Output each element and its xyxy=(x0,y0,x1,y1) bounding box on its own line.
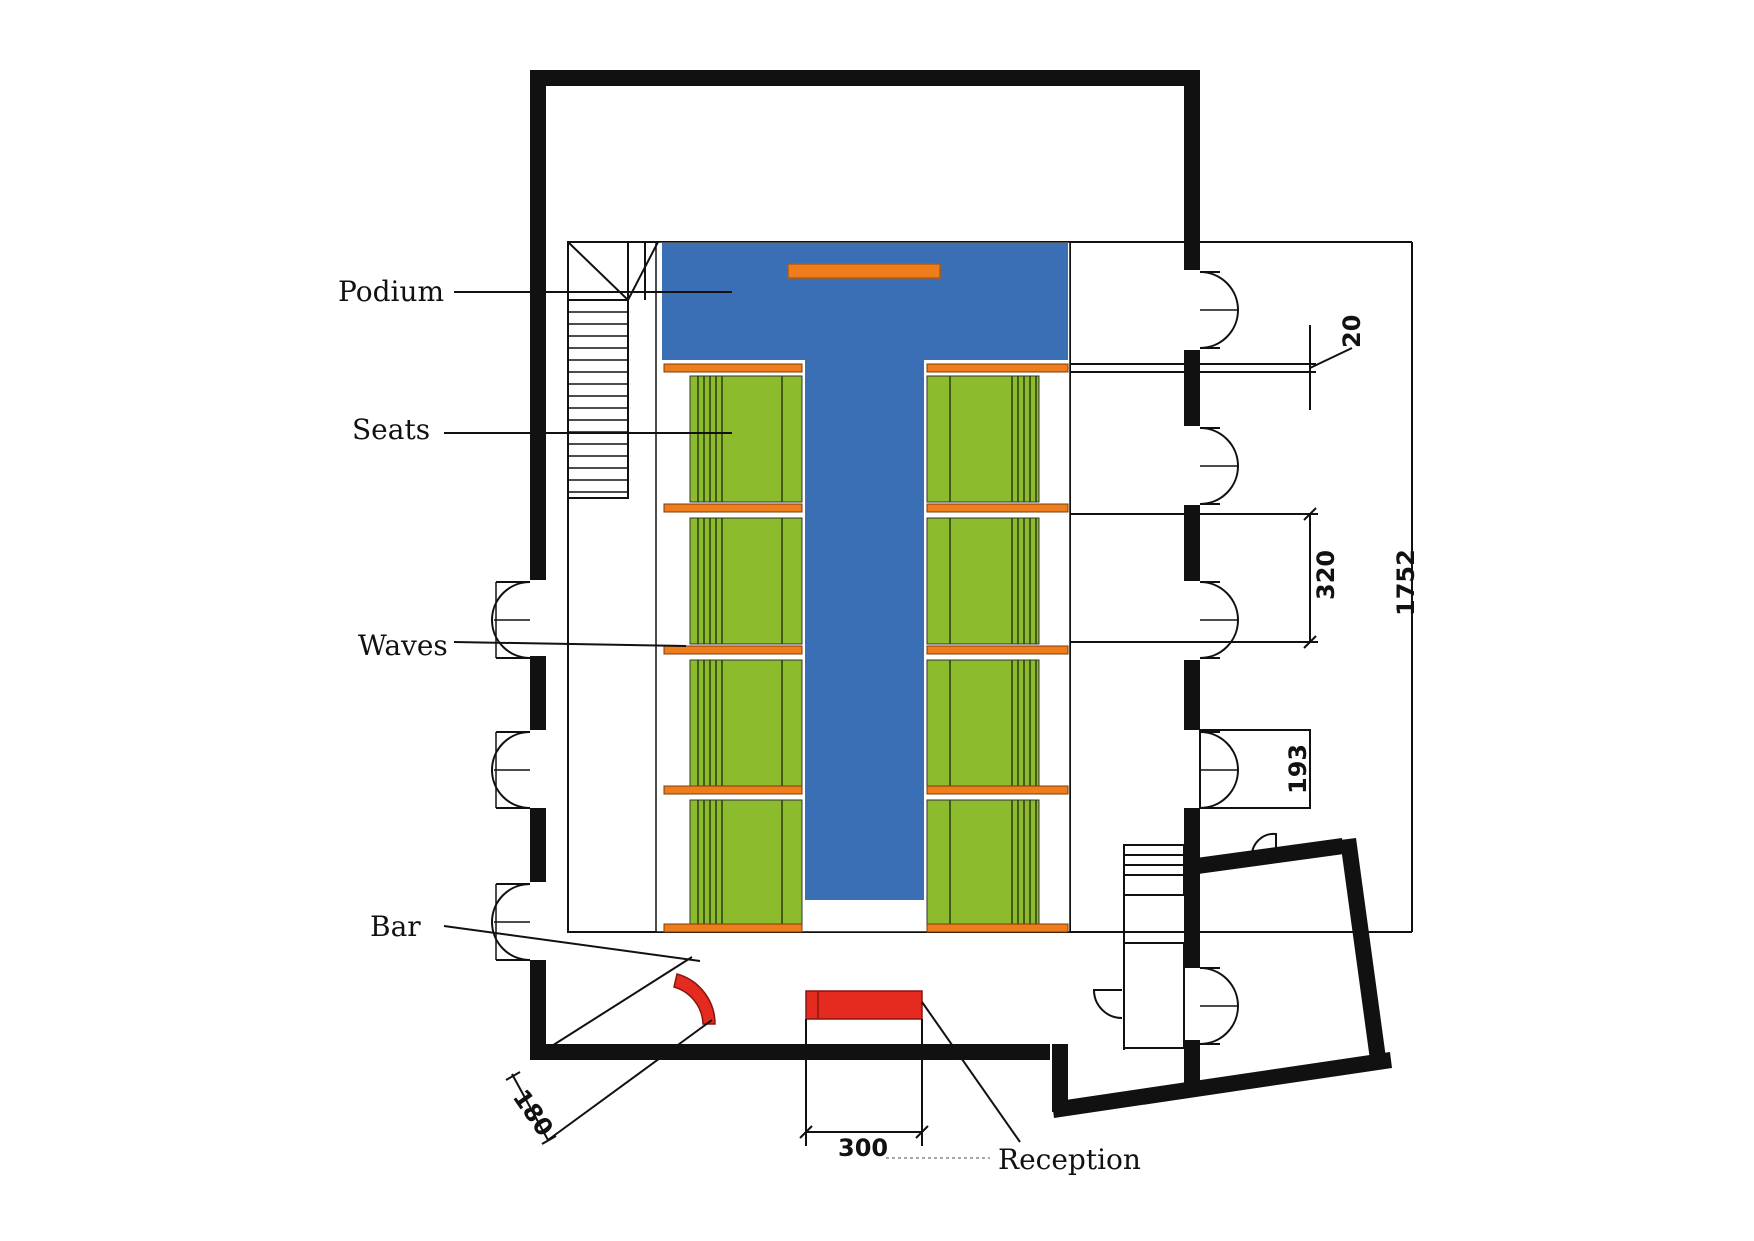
podium-lectern xyxy=(787,263,941,279)
reception-dimension xyxy=(799,1019,990,1159)
bar-width-dimension: 180 xyxy=(507,1084,559,1141)
total-length-dimension: 1752 xyxy=(1392,549,1420,616)
seat-block-right xyxy=(926,517,1040,645)
right-dimensions xyxy=(1070,242,1413,933)
wave-bar-left xyxy=(663,645,803,655)
seat-block-left xyxy=(689,375,803,503)
wave-bar-right xyxy=(926,503,1069,513)
podium xyxy=(662,243,1068,900)
label-waves: Waves xyxy=(358,629,448,662)
wave-bar-right xyxy=(926,363,1069,373)
reception-desk xyxy=(805,990,923,1020)
seat-block-right xyxy=(926,375,1040,503)
side-room-dimension: 193 xyxy=(1284,744,1312,794)
label-seats: Seats xyxy=(352,413,430,446)
wave-bar-left xyxy=(663,923,803,933)
wave-bar-right xyxy=(926,785,1069,795)
bar-dimension xyxy=(505,956,713,1145)
door-swing xyxy=(490,731,531,809)
wave-bar-right xyxy=(926,645,1069,655)
gap-dimension: 20 xyxy=(1338,315,1366,348)
seat-block-right xyxy=(926,799,1040,927)
module-dimension: 320 xyxy=(1312,550,1340,600)
reception-width-dimension: 300 xyxy=(838,1134,888,1162)
outer-walls xyxy=(530,70,1392,1118)
wave-bar-right xyxy=(926,923,1069,933)
label-podium: Podium xyxy=(338,275,444,308)
door-swing xyxy=(1092,989,1123,1019)
seat-block-left xyxy=(689,799,803,927)
wave-bar-left xyxy=(663,503,803,513)
wave-bar-left xyxy=(663,363,803,373)
door-swing xyxy=(1250,832,1277,859)
leaders xyxy=(443,291,1021,1143)
wave-bars xyxy=(663,363,1069,933)
seat-block-left xyxy=(689,517,803,645)
seat-blocks xyxy=(689,375,1040,927)
door-swing xyxy=(490,581,531,659)
seat-block-right xyxy=(926,659,1040,787)
seat-block-left xyxy=(689,659,803,787)
bar-counter xyxy=(673,973,716,1025)
door-swing xyxy=(490,883,531,961)
doors xyxy=(490,271,1277,1045)
wave-bar-left xyxy=(663,785,803,795)
side-rooms xyxy=(1123,729,1311,1050)
staircase xyxy=(567,241,659,499)
label-reception: Reception xyxy=(998,1143,1141,1176)
label-bar: Bar xyxy=(370,910,421,943)
